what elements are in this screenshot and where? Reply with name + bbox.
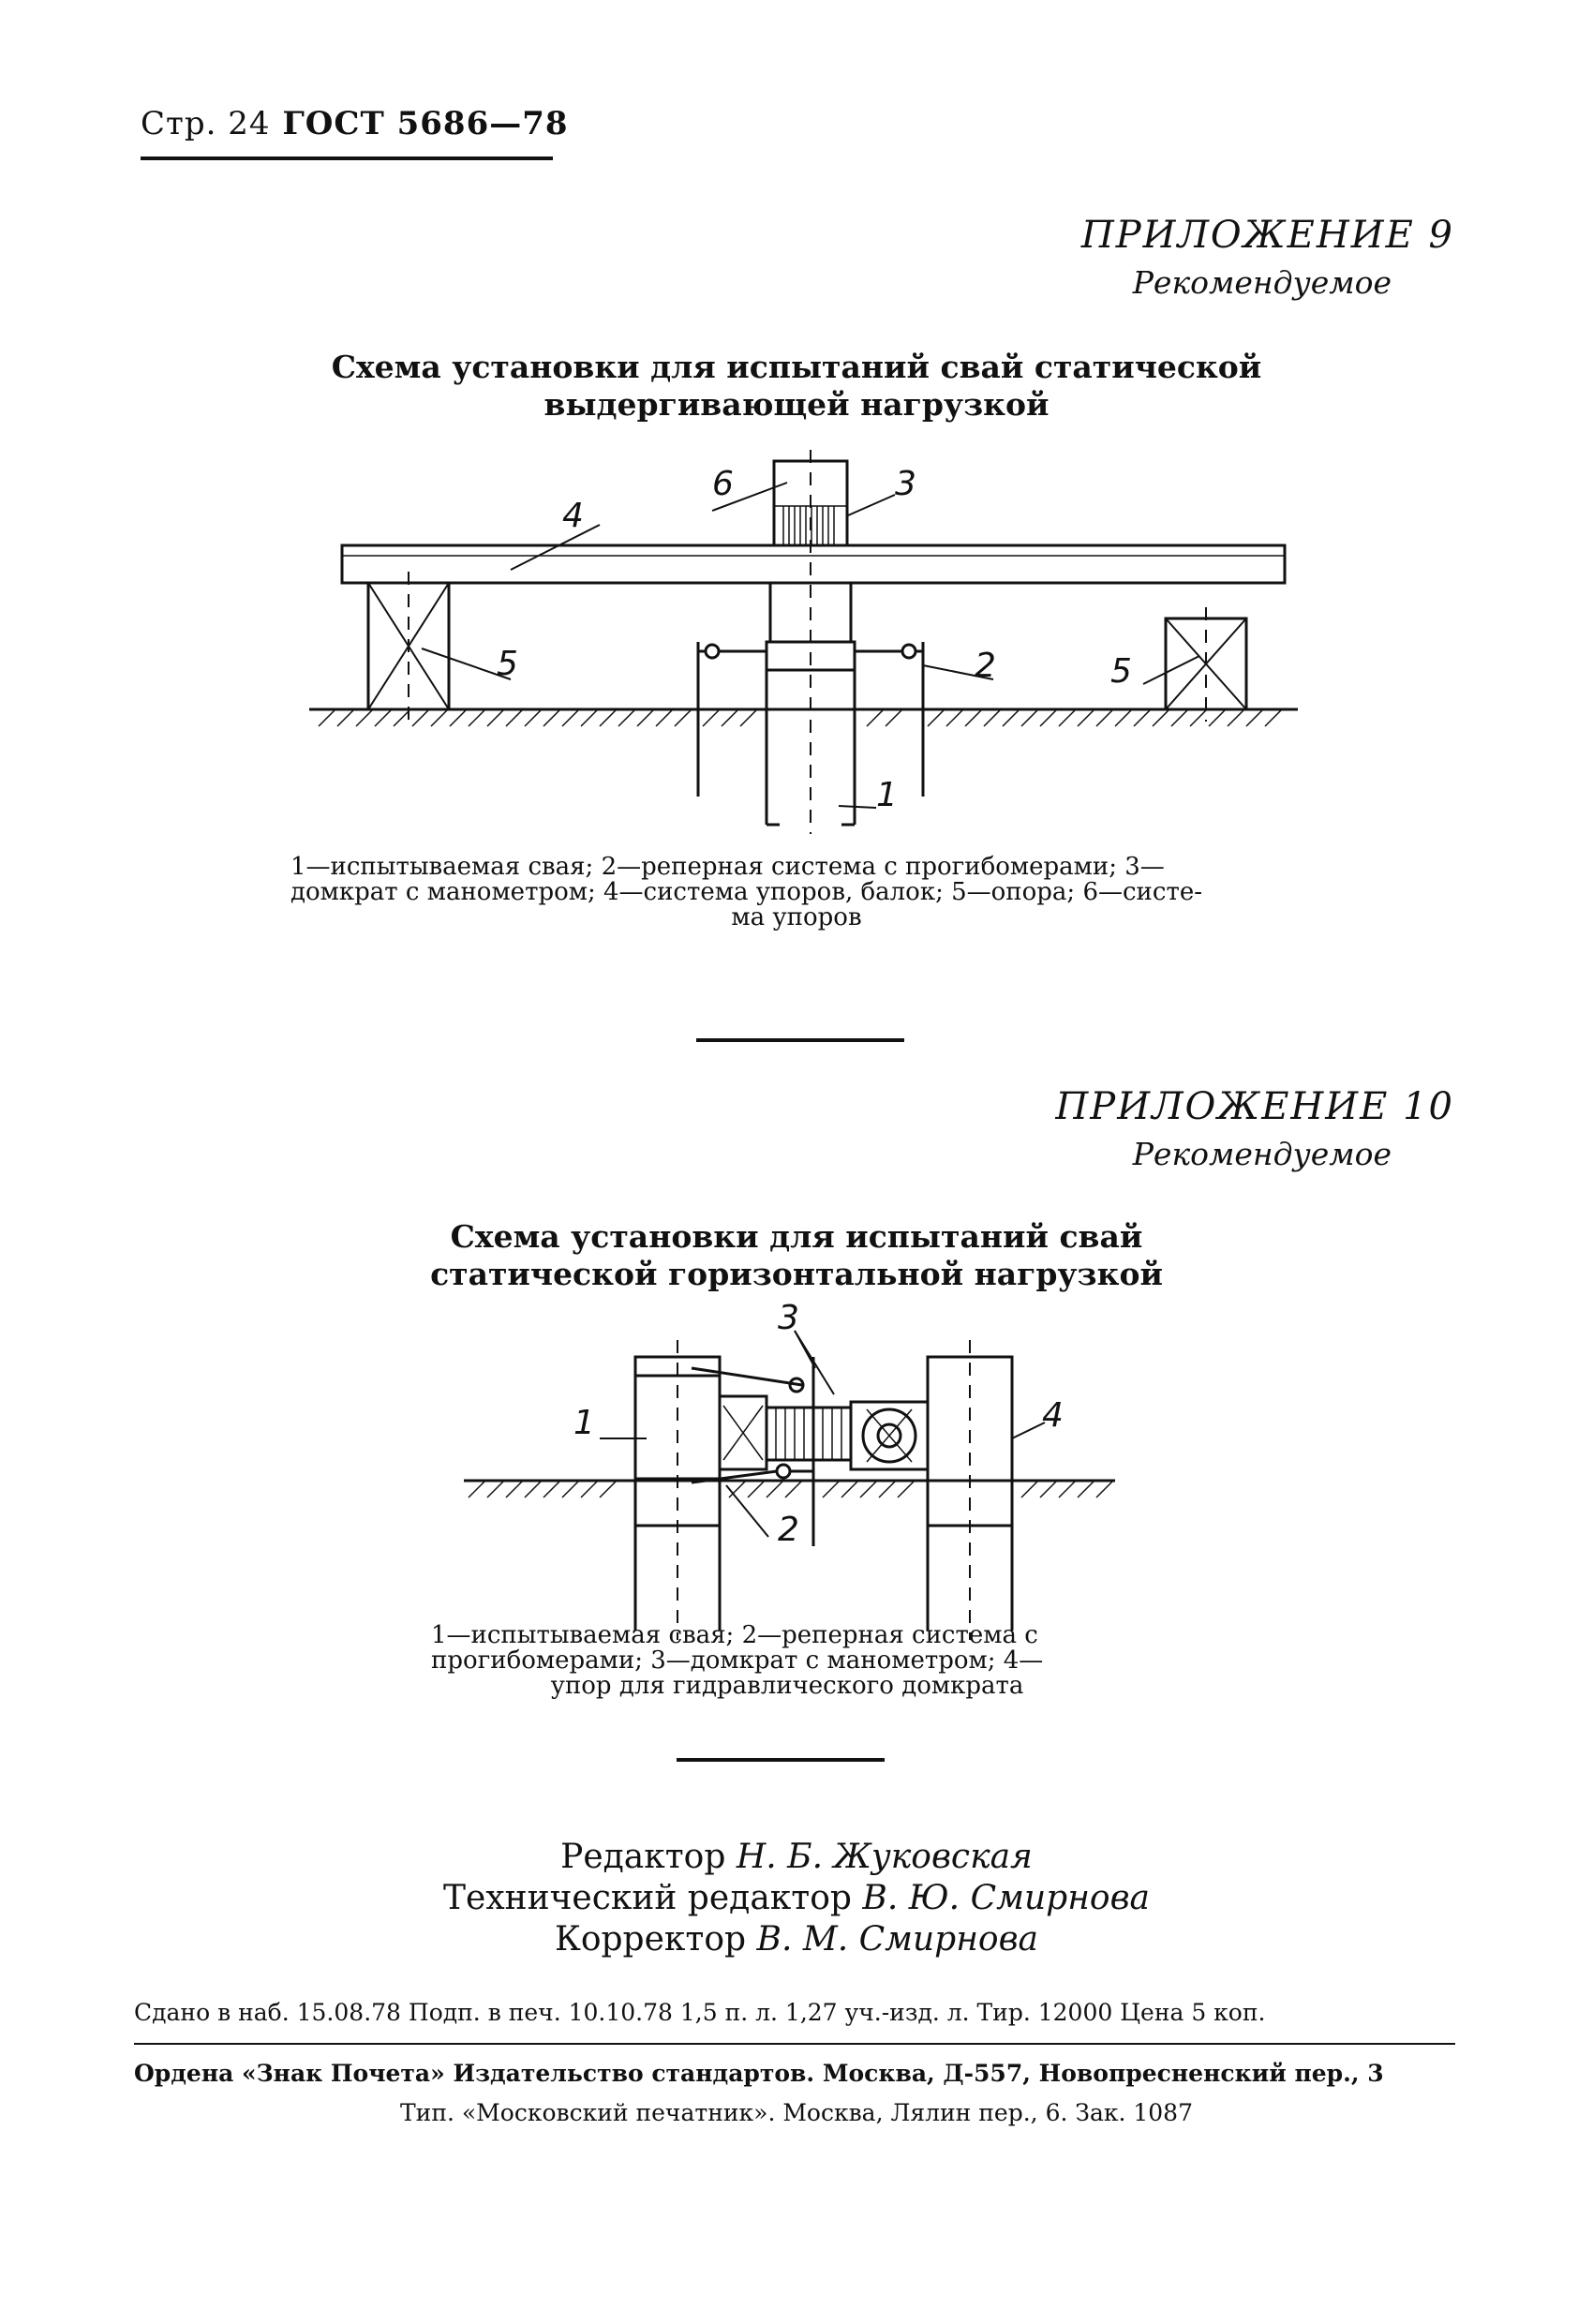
label-5-right: 5	[1110, 652, 1132, 691]
label-2: 2	[778, 1511, 799, 1549]
imprint-line3: Тип. «Московский печатник». Москва, Ляли…	[399, 2099, 1193, 2126]
appendix-9-status: Рекомендуемое	[1132, 264, 1392, 301]
label-4: 4	[1042, 1396, 1064, 1435]
credit-corrector-name: В. М. Смирнова	[756, 1920, 1039, 1959]
figure-1-caption-line3: ма упоров	[731, 903, 862, 931]
beam-system	[340, 544, 1287, 585]
jack-head	[849, 1400, 930, 1471]
separator-2	[677, 1758, 885, 1762]
appendix-10-status: Рекомендуемое	[1132, 1136, 1392, 1172]
credit-tech-editor-role: Технический редактор	[443, 1879, 852, 1917]
page-header: Стр. 24 ГОСТ 5686—78	[141, 105, 569, 142]
appendix-9-title: ПРИЛОЖЕНИЕ 9	[1080, 214, 1454, 257]
credit-editor: Редактор Н. Б. Жуковская	[0, 1837, 1593, 1878]
imprint-line1: Сдано в наб. 15.08.78 Подп. в печ. 10.10…	[134, 1999, 1266, 2026]
credit-corrector: Корректор В. М. Смирнова	[0, 1919, 1593, 1960]
credit-tech-editor: Технический редактор В. Ю. Смирнова	[0, 1878, 1593, 1919]
credit-tech-editor-name: В. Ю. Смирнова	[862, 1879, 1150, 1917]
figure-2-caption: 1—испытываемая свая; 2—реперная система …	[431, 1623, 1143, 1699]
figure-2-title-line1: Схема установки для испытаний свай	[450, 1218, 1143, 1255]
jack	[765, 1406, 853, 1462]
figure-2-caption-line2: прогибомерами; 3—домкрат с манометром; 4…	[431, 1646, 1044, 1675]
credit-corrector-role: Корректор	[554, 1920, 747, 1959]
label-3: 3	[778, 1299, 799, 1337]
label-2: 2	[975, 647, 996, 685]
figure-2-title-line2: статической горизонтальной нагрузкой	[430, 1256, 1163, 1292]
separator-1	[696, 1038, 904, 1042]
label-1: 1	[573, 1404, 595, 1442]
figure-1-caption-line1: 1—испытываемая свая; 2—реперная система …	[290, 853, 1165, 881]
figure-1-caption-line2: домкрат с манометром; 4—система упоров, …	[290, 878, 1202, 906]
appendix-10-title: ПРИЛОЖЕНИЕ 10	[1055, 1085, 1454, 1128]
credit-editor-role: Редактор	[560, 1838, 726, 1876]
figure-1-caption: 1—испытываемая свая; 2—реперная система …	[290, 855, 1303, 931]
label-4: 4	[562, 497, 584, 535]
figure-1-title: Схема установки для испытаний свай стати…	[0, 349, 1593, 424]
imprint-line2: Ордена «Знак Почета» Издательство станда…	[134, 2060, 1384, 2087]
figure-2-title: Схема установки для испытаний свай стати…	[0, 1218, 1593, 1293]
pulling-load-diagram: 4 6 3 5 2 5 1	[309, 450, 1298, 834]
standard-code: ГОСТ 5686—78	[282, 105, 569, 142]
figure-2-caption-line1: 1—испытываемая свая; 2—реперная система …	[431, 1621, 1038, 1649]
label-3: 3	[895, 465, 916, 503]
imprint-rule	[134, 2043, 1455, 2045]
page-number: Стр. 24	[141, 105, 271, 142]
label-5-left: 5	[497, 645, 518, 683]
horizontal-load-diagram: 1 2 3 4	[464, 1299, 1115, 1640]
credit-editor-name: Н. Б. Жуковская	[736, 1838, 1033, 1876]
credits: Редактор Н. Б. Жуковская Технический ред…	[0, 1837, 1593, 1960]
header-rule	[141, 156, 553, 160]
label-6: 6	[712, 465, 734, 503]
label-1: 1	[876, 776, 898, 814]
figure-1-title-line2: выдергивающей нагрузкой	[543, 386, 1050, 423]
figure-2-caption-line3: упор для гидравлического домкрата	[550, 1672, 1024, 1700]
figure-1-title-line1: Схема установки для испытаний свай стати…	[331, 349, 1262, 385]
